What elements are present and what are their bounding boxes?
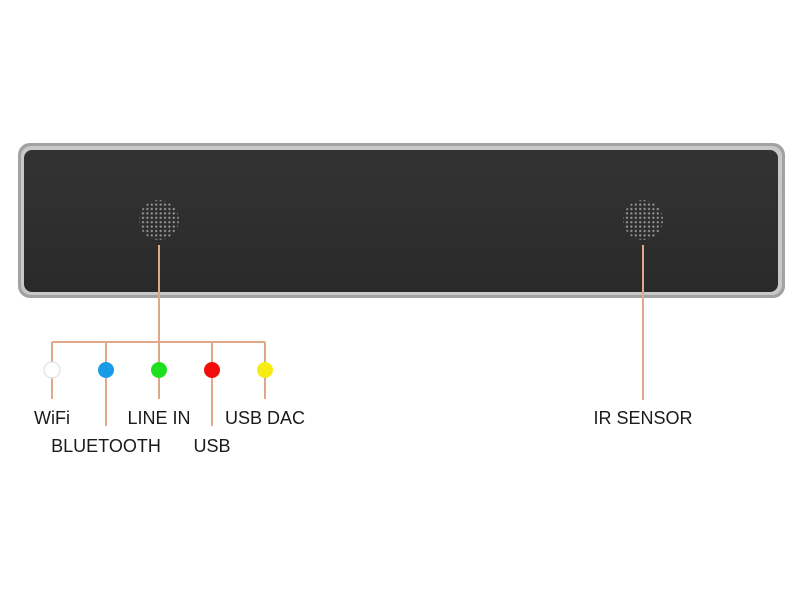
indicator-usb-dac: USB DAC [225,342,305,428]
indicator-led-icon [204,362,220,378]
indicator-led-icon [98,362,114,378]
ir-sensor-label: IR SENSOR [593,408,692,428]
indicator-wifi: WiFi [34,342,70,428]
indicator-label: USB DAC [225,408,305,428]
indicator-line-in: LINE IN [127,342,191,428]
indicator-label: LINE IN [127,408,190,428]
device-body [18,143,785,298]
indicator-label: BLUETOOTH [51,436,161,456]
indicator-label: WiFi [34,408,70,428]
indicator-usb: USB [193,342,231,456]
indicator-led-icon [257,362,273,378]
indicator-bluetooth: BLUETOOTH [51,342,161,456]
indicator-led-icon [43,361,61,379]
device-face [24,150,778,292]
ir-sensor-grill-icon [623,200,663,240]
status-led-grill-icon [139,200,179,240]
indicator-led-icon [151,362,167,378]
indicator-label: USB [193,436,230,456]
